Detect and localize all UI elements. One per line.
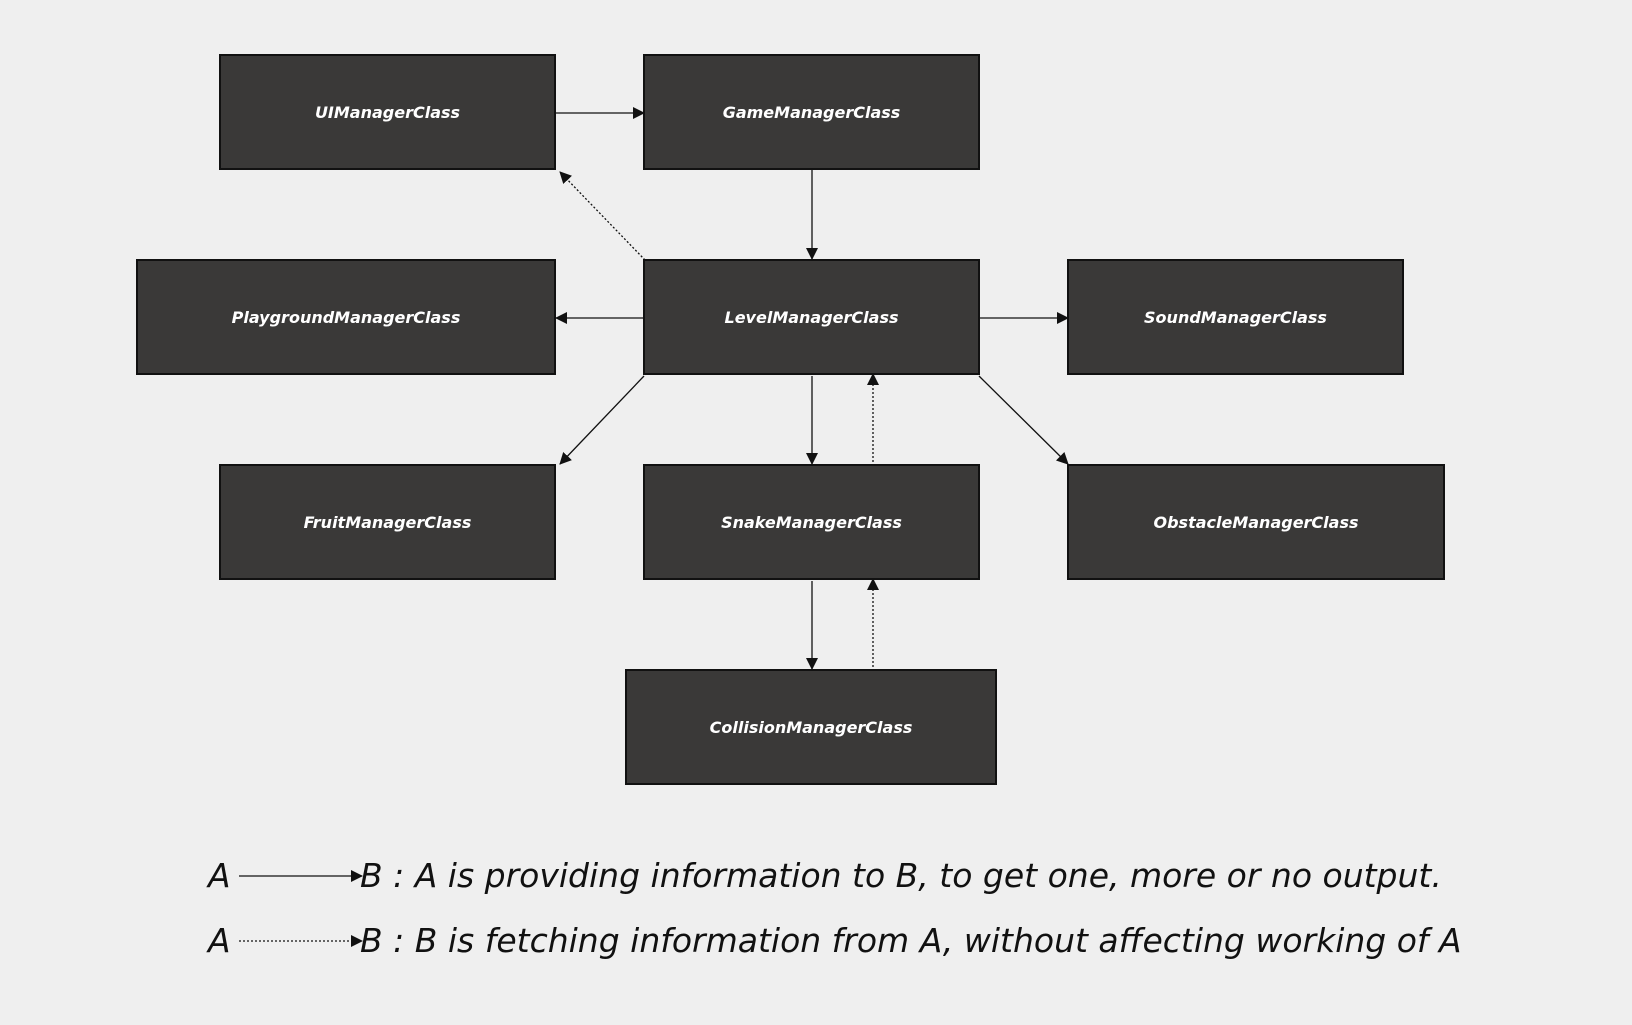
legend-solid-text: B : A is providing information to B, to … — [360, 856, 1442, 895]
legend-dotted-from: A — [208, 921, 231, 960]
node-fruit-manager: FruitManagerClass — [219, 464, 556, 580]
edge-level-to-obstacle — [978, 375, 1069, 465]
node-level-manager: LevelManagerClass — [643, 259, 980, 375]
node-game-manager: GameManagerClass — [643, 54, 980, 170]
node-ui-manager: UIManagerClass — [219, 54, 556, 170]
node-collision-manager: CollisionManagerClass — [625, 669, 997, 785]
edge-level-to-ui-dotted — [559, 171, 646, 261]
node-sound-manager: SoundManagerClass — [1067, 259, 1404, 375]
node-playground-manager: PlaygroundManagerClass — [136, 259, 556, 375]
edge-level-to-fruit — [559, 375, 645, 465]
legend-solid-from: A — [208, 856, 231, 895]
node-obstacle-manager: ObstacleManagerClass — [1067, 464, 1445, 580]
node-snake-manager: SnakeManagerClass — [643, 464, 980, 580]
legend-dotted-text: B : B is fetching information from A, wi… — [360, 921, 1462, 960]
